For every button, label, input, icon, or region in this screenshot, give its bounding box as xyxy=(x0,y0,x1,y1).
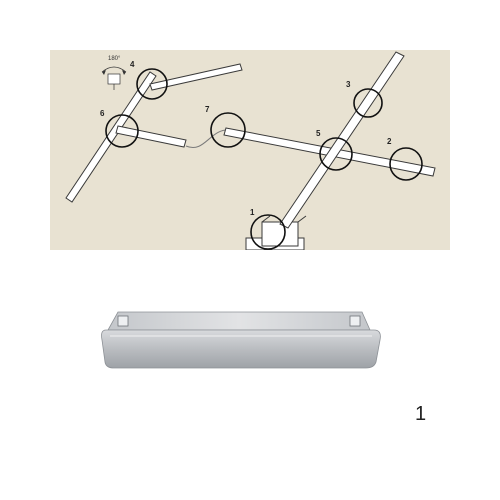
rotate-icon xyxy=(101,66,127,90)
callout-circle-2 xyxy=(389,147,423,181)
rail-right-diagonal xyxy=(279,51,405,229)
item-number-label: 1 xyxy=(415,403,427,425)
callout-circle-5 xyxy=(319,137,353,171)
callout-circle-3 xyxy=(353,88,383,118)
rail-top-face xyxy=(107,311,371,331)
callout-label-3: 3 xyxy=(346,80,351,89)
callout-label-7: 7 xyxy=(205,105,210,114)
callout-circle-1 xyxy=(250,214,286,250)
rail-end-connector-right xyxy=(349,315,361,327)
callout-circle-6 xyxy=(105,114,139,148)
callout-circle-7 xyxy=(210,112,246,148)
rail-end-connector-left xyxy=(117,315,129,327)
callout-label-6: 6 xyxy=(100,109,105,118)
rail-left-diagonal xyxy=(65,71,157,203)
rail-front-body xyxy=(101,329,381,369)
rail-top-arm xyxy=(149,63,243,91)
rotation-angle-label: 180° xyxy=(108,56,121,62)
installation-diagram: 180° 4 6 7 3 5 2 1 xyxy=(50,50,450,250)
callout-circle-4 xyxy=(136,68,168,100)
product-rail-image xyxy=(101,311,381,369)
callout-label-4: 4 xyxy=(130,60,135,69)
callout-label-2: 2 xyxy=(387,137,392,146)
rail-middle-arm xyxy=(115,125,187,148)
callout-label-5: 5 xyxy=(316,129,321,138)
callout-label-1: 1 xyxy=(250,208,255,217)
